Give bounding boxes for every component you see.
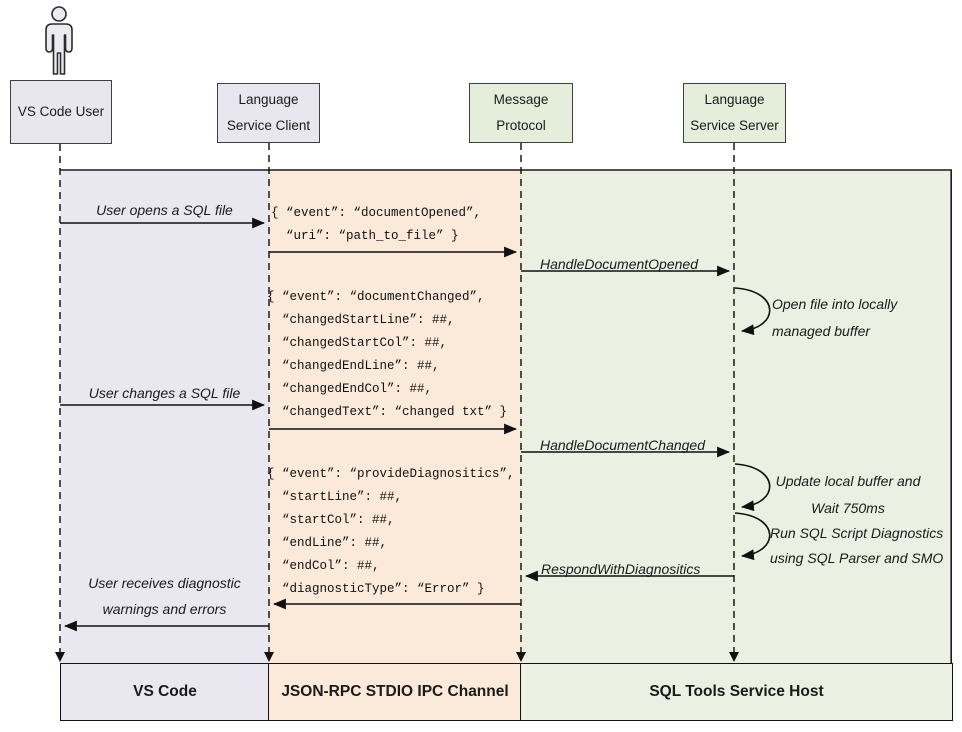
label-handle-document-opened: HandleDocumentOpened (540, 256, 698, 272)
payload-document-opened: { “event”: “documentOpened”, “uri”: “pat… (271, 206, 482, 243)
label-open-file-loop: Open file into locally managed buffer (772, 296, 898, 339)
participant-message-protocol: Message Protocol (469, 83, 573, 143)
label-user-opens: User opens a SQL file (96, 202, 233, 218)
participant-vscode-user: VS Code User (10, 80, 112, 144)
label-update-buffer-loop: Update local buffer and Wait 750ms (775, 473, 921, 516)
user-actor-icon (45, 6, 73, 75)
label-user-receives: User receives diagnostic warnings and er… (88, 575, 241, 617)
participant-label: Message Protocol (493, 92, 549, 133)
lane-box-vscode: VS Code (60, 663, 270, 721)
participant-label: Language Service Server (690, 92, 779, 133)
lane-box-label: JSON-RPC STDIO IPC Channel (281, 683, 509, 700)
lane-box-label: SQL Tools Service Host (649, 683, 824, 700)
label-handle-document-changed: HandleDocumentChanged (540, 437, 705, 453)
lane-vscode-user (60, 170, 269, 663)
lane-box-sql-tools-host: SQL Tools Service Host (520, 663, 953, 721)
label-run-diagnostics-loop: Run SQL Script Diagnostics using SQL Par… (770, 525, 944, 566)
participant-label: Language Service Client (226, 92, 311, 133)
lane-box-label: VS Code (133, 683, 197, 700)
participant-language-service-client: Language Service Client (217, 83, 320, 143)
label-respond-with-diagnostics: RespondWithDiagnositics (541, 561, 701, 577)
lane-sql-tools-host (521, 170, 952, 663)
participant-label: VS Code User (17, 104, 105, 119)
payload-provide-diagnostics: { “event”: “provideDiagnositics”, “start… (267, 467, 515, 596)
label-user-changes: User changes a SQL file (88, 385, 241, 401)
participant-language-service-server: Language Service Server (683, 83, 786, 143)
lane-box-json-rpc: JSON-RPC STDIO IPC Channel (268, 663, 522, 721)
payload-document-changed: { “event”: “documentChanged”, “changedSt… (267, 290, 508, 419)
